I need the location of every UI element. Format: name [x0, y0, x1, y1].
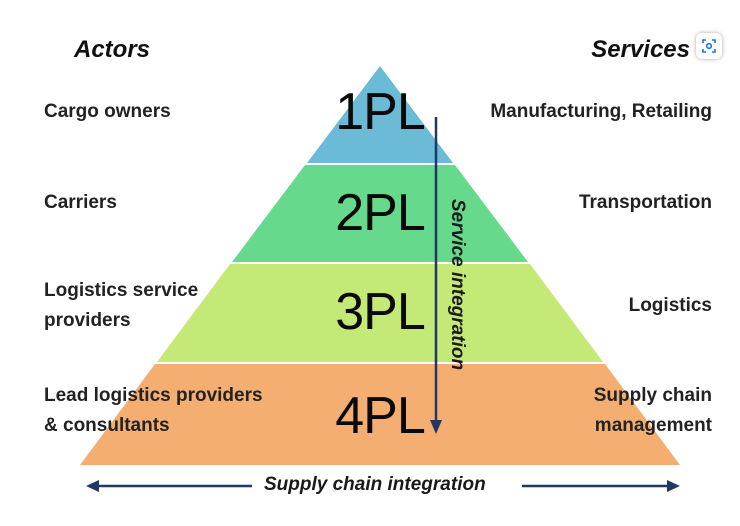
actor-3pl-line-1: Logistics service	[44, 280, 199, 301]
service-4pl-line-2: management	[594, 415, 712, 436]
pyramid-tier-2pl	[232, 165, 528, 262]
level-label-4pl: 4PL	[335, 387, 426, 445]
service-integration-arrowhead	[430, 420, 442, 434]
actor-4pl: Lead logistics providers & consultants	[44, 381, 263, 441]
actors-heading: Actors	[74, 36, 151, 63]
actor-2pl: Carriers	[44, 188, 117, 218]
actor-3pl: Logistics service providers	[44, 276, 198, 336]
level-label-2pl: 2PL	[335, 184, 426, 242]
visual-search-icon[interactable]	[696, 33, 722, 59]
services-heading: Services	[591, 36, 690, 63]
actor-3pl-line-2: providers	[44, 310, 131, 331]
service-1pl-line: Manufacturing, Retailing	[490, 101, 712, 122]
service-2pl: Transportation	[579, 188, 712, 218]
service-integration-label: Service integration	[447, 199, 468, 370]
service-1pl: Manufacturing, Retailing	[490, 97, 712, 127]
service-3pl-line: Logistics	[628, 295, 712, 316]
actor-4pl-line-1: Lead logistics providers	[44, 385, 263, 406]
pyramid-tier-1pl	[307, 66, 453, 163]
level-label-1pl: 1PL	[335, 83, 426, 141]
pyramid-tier-4pl	[80, 364, 680, 465]
pyramid-tier-3pl	[157, 264, 603, 362]
service-4pl-line-1: Supply chain	[593, 385, 712, 406]
actor-4pl-line-2: & consultants	[44, 415, 170, 436]
service-2pl-line: Transportation	[578, 192, 712, 213]
level-label-3pl: 3PL	[335, 283, 426, 341]
actor-2pl-line: Carriers	[44, 192, 117, 213]
service-3pl: Logistics	[629, 291, 712, 321]
actor-1pl: Cargo owners	[44, 97, 171, 127]
supply-chain-integration-label: Supply chain integration	[256, 474, 494, 496]
actor-1pl-line: Cargo owners	[44, 101, 171, 122]
supply-chain-arrowhead-right	[667, 480, 680, 492]
service-4pl: Supply chain management	[594, 381, 712, 441]
supply-chain-arrowhead-left	[86, 480, 99, 492]
